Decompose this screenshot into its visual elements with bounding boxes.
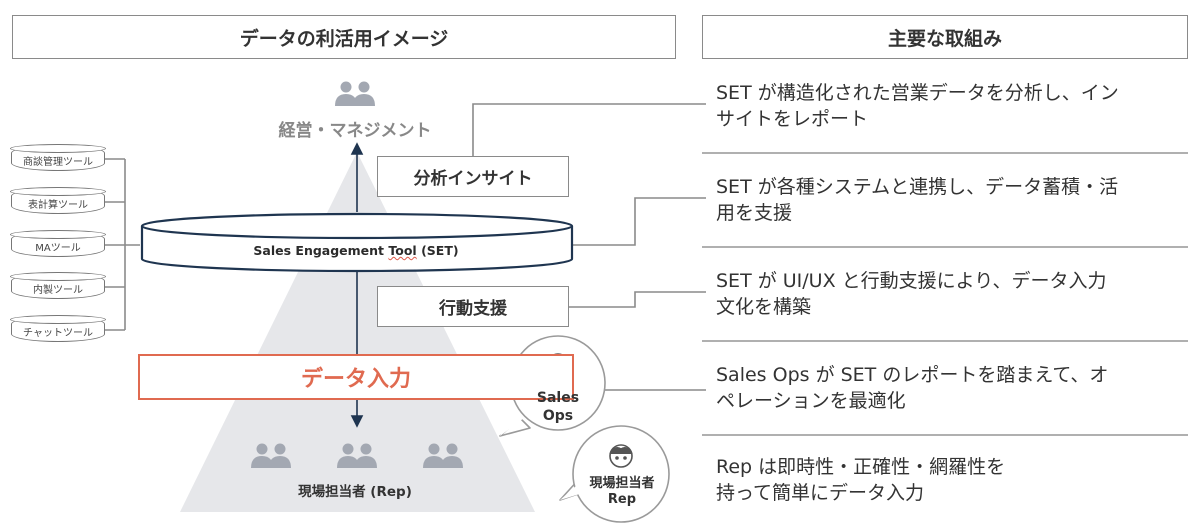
people-icon-rep-2 (337, 443, 377, 468)
set-cylinder (140, 212, 574, 273)
initiative-item: SET が UI/UX と行動支援により、データ入力文化を構築 (716, 270, 1107, 319)
arrow-down-head (350, 415, 364, 428)
arrow-up-head (350, 142, 364, 155)
divider (702, 434, 1188, 436)
divider (702, 246, 1188, 248)
face-icon-rep (609, 444, 633, 468)
tool-connectors (105, 158, 140, 331)
flow-arrows (350, 142, 364, 428)
left-section-header: データの利活用イメージ (12, 15, 676, 59)
rep-label: 現場担当者 (Rep) (298, 484, 412, 500)
tool-item: 商談管理ツール (10, 144, 106, 171)
tool-item: 内製ツール (10, 272, 106, 299)
right-connectors (472, 103, 706, 391)
tool-item: チャットツール (10, 315, 106, 342)
divider (702, 152, 1188, 154)
set-label: Sales Engagement Tool (SET) (253, 243, 459, 258)
tool-item: MAツール (10, 230, 106, 257)
right-section-header: 主要な取組み (702, 15, 1188, 59)
people-icon-rep-1 (251, 443, 291, 468)
initiative-item: SET が構造化された営業データを分析し、インサイトをレポート (716, 82, 1119, 131)
data-input-box: データ入力 (138, 354, 574, 400)
initiative-item: SET が各種システムと連携し、データ蓄積・活用を支援 (716, 176, 1119, 225)
management-label: 経営・マネジメント (278, 121, 432, 141)
rep-bubble (559, 425, 670, 523)
initiative-item: Sales Ops が SET のレポートを踏まえて、オペレーションを最適化 (716, 364, 1109, 413)
action-support-box: 行動支援 (377, 286, 569, 327)
initiative-item: Rep は即時性・正確性・網羅性を持って簡単にデータ入力 (716, 456, 1006, 505)
people-icon-management (335, 81, 375, 106)
insight-box: 分析インサイト (377, 156, 569, 197)
divider (702, 340, 1188, 342)
people-icon-rep-3 (423, 443, 463, 468)
tool-item: 表計算ツール (10, 187, 106, 214)
